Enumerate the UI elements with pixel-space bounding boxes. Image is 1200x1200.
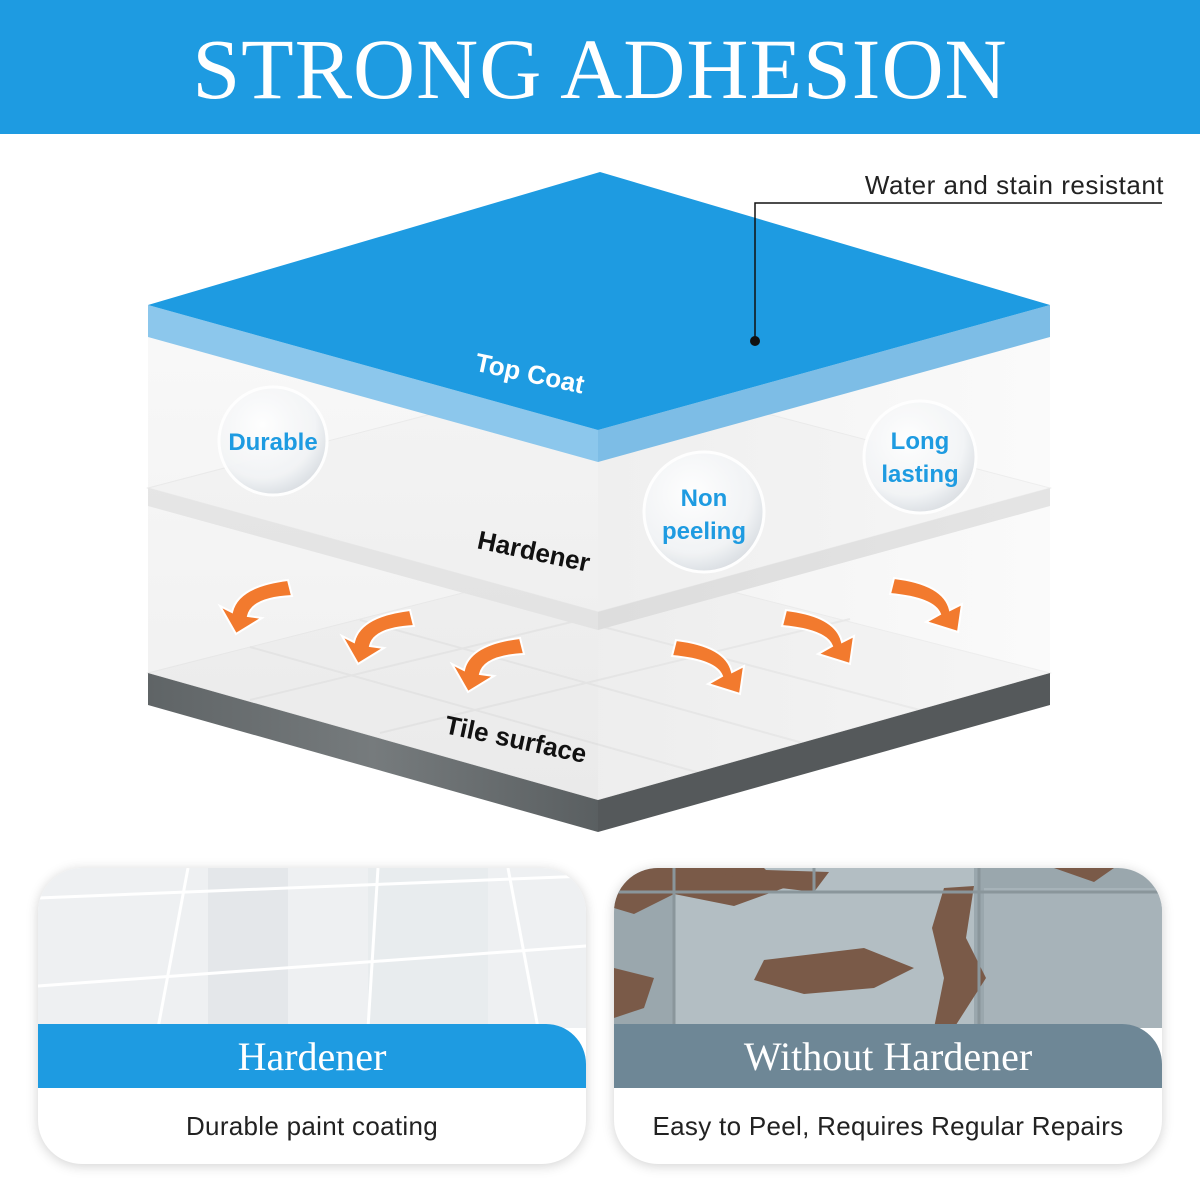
without-hardener-title-band: Without Hardener	[614, 1024, 1162, 1088]
callout-dot	[750, 336, 760, 346]
bubble-durable-text: Durable	[228, 429, 317, 456]
arrow-icon	[217, 578, 294, 636]
clean-tile-photo	[38, 868, 586, 1028]
callout-leader	[754, 202, 1162, 340]
arrow-icon	[780, 608, 856, 666]
bubble-non-line1: Non	[681, 485, 728, 512]
top-coat-light-edge-right	[598, 305, 1050, 462]
bubble-non-peeling: Non peeling	[642, 450, 766, 574]
bubble-long-lasting: Long lasting	[862, 399, 978, 515]
tile-surface-right-edge	[598, 673, 1050, 832]
arrow-icon	[888, 576, 964, 634]
callout-label: Water and stain resistant	[864, 170, 1164, 200]
top-coat-surface	[148, 172, 1050, 430]
arrow-icon	[670, 638, 746, 696]
tile-surface-left-edge	[148, 673, 598, 832]
peeling-tile-photo	[614, 868, 1162, 1028]
hardener-title-band: Hardener	[38, 1024, 586, 1088]
without-hardener-title: Without Hardener	[743, 1033, 1033, 1079]
hardener-title: Hardener	[237, 1033, 387, 1079]
top-coat-light-edge-left	[148, 305, 598, 462]
without-hardener-description: Easy to Peel, Requires Regular Repairs	[652, 1110, 1124, 1141]
card-with-hardener: Hardener Durable paint coating	[38, 868, 586, 1164]
bubble-long-line2: lasting	[881, 461, 958, 488]
bubble-non-line2: peeling	[662, 518, 746, 545]
header-banner: STRONG ADHESION	[0, 0, 1200, 134]
arrow-icon	[339, 608, 416, 666]
arrow-icon	[449, 636, 526, 694]
hardener-description: Durable paint coating	[185, 1110, 439, 1141]
adhesion-arrows	[217, 576, 964, 696]
card-without-hardener: Without Hardener Easy to Peel, Requires …	[614, 868, 1162, 1164]
bubble-long-line1: Long	[891, 428, 950, 455]
page-title: STRONG ADHESION	[192, 21, 1008, 117]
bubble-durable: Durable	[217, 385, 329, 497]
layer-diagram: Top Coat Hardener Tile surface Durable N…	[146, 172, 1162, 832]
